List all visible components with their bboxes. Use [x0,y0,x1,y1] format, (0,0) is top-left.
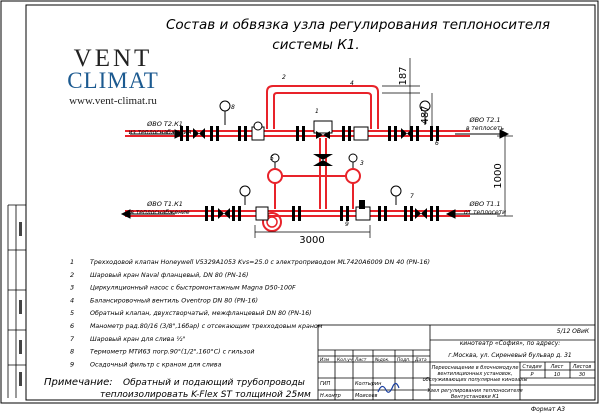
callout-9: 9 [345,221,349,228]
stamp-format: Формат А3 [531,406,565,413]
logo-vent-text: VENT [74,45,153,72]
stamp-bottom1: Узел регулирования теплоносителя [427,388,522,394]
logo-url-text: www.vent-climat.ru [69,95,157,107]
stamp-role1: ГИП [320,381,331,387]
dim-187: 187 [398,66,409,85]
stamp-hdr-podp: Подп. [397,357,411,363]
legend-text: Шаровый кран Naval фланцевый, DN 80 (PN-… [90,272,249,279]
piping-diagram [120,85,510,232]
legend-num: 7 [70,335,75,343]
pressure-gauges [219,100,431,205]
stamp-hdr-ndok: №док. [374,357,390,363]
stamp-list-h: Лист [550,364,565,370]
upper-flanges [180,126,439,141]
legend-text: Циркуляционный насос с быстромонтажным M… [90,284,296,292]
stamp-hdr-kol: Кол.уч [337,357,353,363]
note-line1: Обратный и подающий трубопроводы [123,378,305,388]
drawing-title-line1: Состав и обвязка узла регулирования тепл… [166,17,550,33]
stamp-bottom2: Вентустановки К1 [451,394,499,400]
label-t2-right: ØВО Т2.1 [468,116,500,124]
stamp-sheet-code: 5/12 ОВиК [557,328,590,335]
stamp-role2: Н.контр [320,393,341,399]
legend-num: 2 [70,271,74,279]
callout-2: 2 [282,74,286,81]
legend-text: Манометр рад.80/16 (3/8",16бар) с отсека… [90,322,323,330]
legend-text: Термометр МТИ63 погр.90°(1/2",160°C) с г… [90,348,254,356]
pump-header [274,175,354,185]
label-t1-left: ØВО Т1.К1 [146,200,183,208]
label-t1-left-sub: в теплоснабжение [130,209,190,216]
label-t1-right: ØВО Т1.1 [468,200,500,208]
callout-4: 4 [350,80,354,87]
legend-num: 6 [70,322,74,330]
signature-mark [377,382,400,393]
pump-right [345,168,361,184]
legend-text: Трехходовой клапан Honeywell V5329A1053 … [90,259,430,266]
stamp-desc3: обслуживающих популярные кинозалы [423,377,528,383]
stamp-list-v: 10 [554,372,560,378]
stamp-name2: Моисеев [355,393,378,399]
left-binding-strip [7,204,26,398]
callout-3: 3 [360,160,364,167]
label-t1-right-sub: от теплосети [464,209,506,216]
lower-flanges [205,206,439,221]
stamp-lists-v: 30 [579,372,585,378]
legend-text: Обратный клапан, двухстворчатый, межфлан… [90,309,312,317]
legend-num: 5 [70,309,74,317]
stamp-object-line2: г.Москва, ул. Сиреневый бульвар д. 31 [448,352,572,359]
legend-text: Шаровый кран для слива ½" [90,335,185,343]
bypass-loop [266,85,379,129]
sheet-inner-frame [25,4,596,401]
dimension-lines [254,58,513,238]
three-way-valve-actuator [313,120,333,134]
stamp-col-headers: Изм Кол.уч Лист №док. Подп. Дата [320,357,427,363]
three-way-valve [316,131,330,139]
check-valve-lower [255,206,269,221]
stamp-desc1: Переоснащение в блочномодуле [432,365,519,371]
legend-text: Осадочный фильтр с краном для слива [90,361,222,368]
legend-num: 4 [70,296,74,304]
component-legend: 1 Трехходовой клапан Honeywell V5329A1053… [70,258,430,368]
title-block [317,324,596,401]
stamp-desc2: вентиляционных установок, [437,371,512,377]
legend-num: 9 [70,360,74,368]
filter-loop [262,212,282,232]
sheet-outer-frame [0,0,599,404]
callout-8: 8 [231,104,235,111]
callout-5: 5 [270,155,274,162]
callout-7: 7 [410,193,414,200]
legend-text: Балансировочный вентиль Oventrop DN 80 (… [90,296,258,304]
dim-487: 487 [420,105,431,124]
vent-climat-logo: VENT CLIMAT www.vent-climat.ru [67,45,159,107]
note-label: Примечание: [44,377,113,388]
stamp-name1: Колтырин [355,381,382,387]
drawing-title-line2: системы К1. [272,37,359,53]
stamp-hdr-date: Дата [414,357,427,363]
callout-6: 6 [435,140,439,147]
note-line2: теплоизолировать K-Flex ST толщиной 25мм [100,390,311,400]
dim-3000: 3000 [299,235,324,246]
stamp-object-line1: кинотеатр «София», по адресу: [460,340,561,347]
callout-1: 1 [315,108,319,115]
stamp-hdr-list: Лист [354,357,367,363]
dim-1000: 1000 [493,163,504,188]
stamp-stage-h: Стадия [522,364,541,370]
logo-climat-text: CLIMAT [67,68,159,93]
check-valve-upper [353,126,369,141]
pump-left [267,168,283,184]
stamp-hdr-izm: Изм [320,357,330,363]
stamp-stage-v: Р [530,372,533,378]
stamp-lists-h: Листов [572,364,592,370]
legend-num: 1 [70,258,74,266]
legend-num: 3 [70,284,74,292]
legend-num: 8 [70,348,74,356]
label-t2-right-sub: в теплосеть [466,125,505,132]
callout-labels: 8 2 4 1 5 3 9 6 7 [231,74,439,228]
label-t2-left: ØВО Т2.К1 [146,120,183,128]
label-t2-left-sub: из теплоснабжения [129,129,192,136]
ball-valves [193,128,427,219]
